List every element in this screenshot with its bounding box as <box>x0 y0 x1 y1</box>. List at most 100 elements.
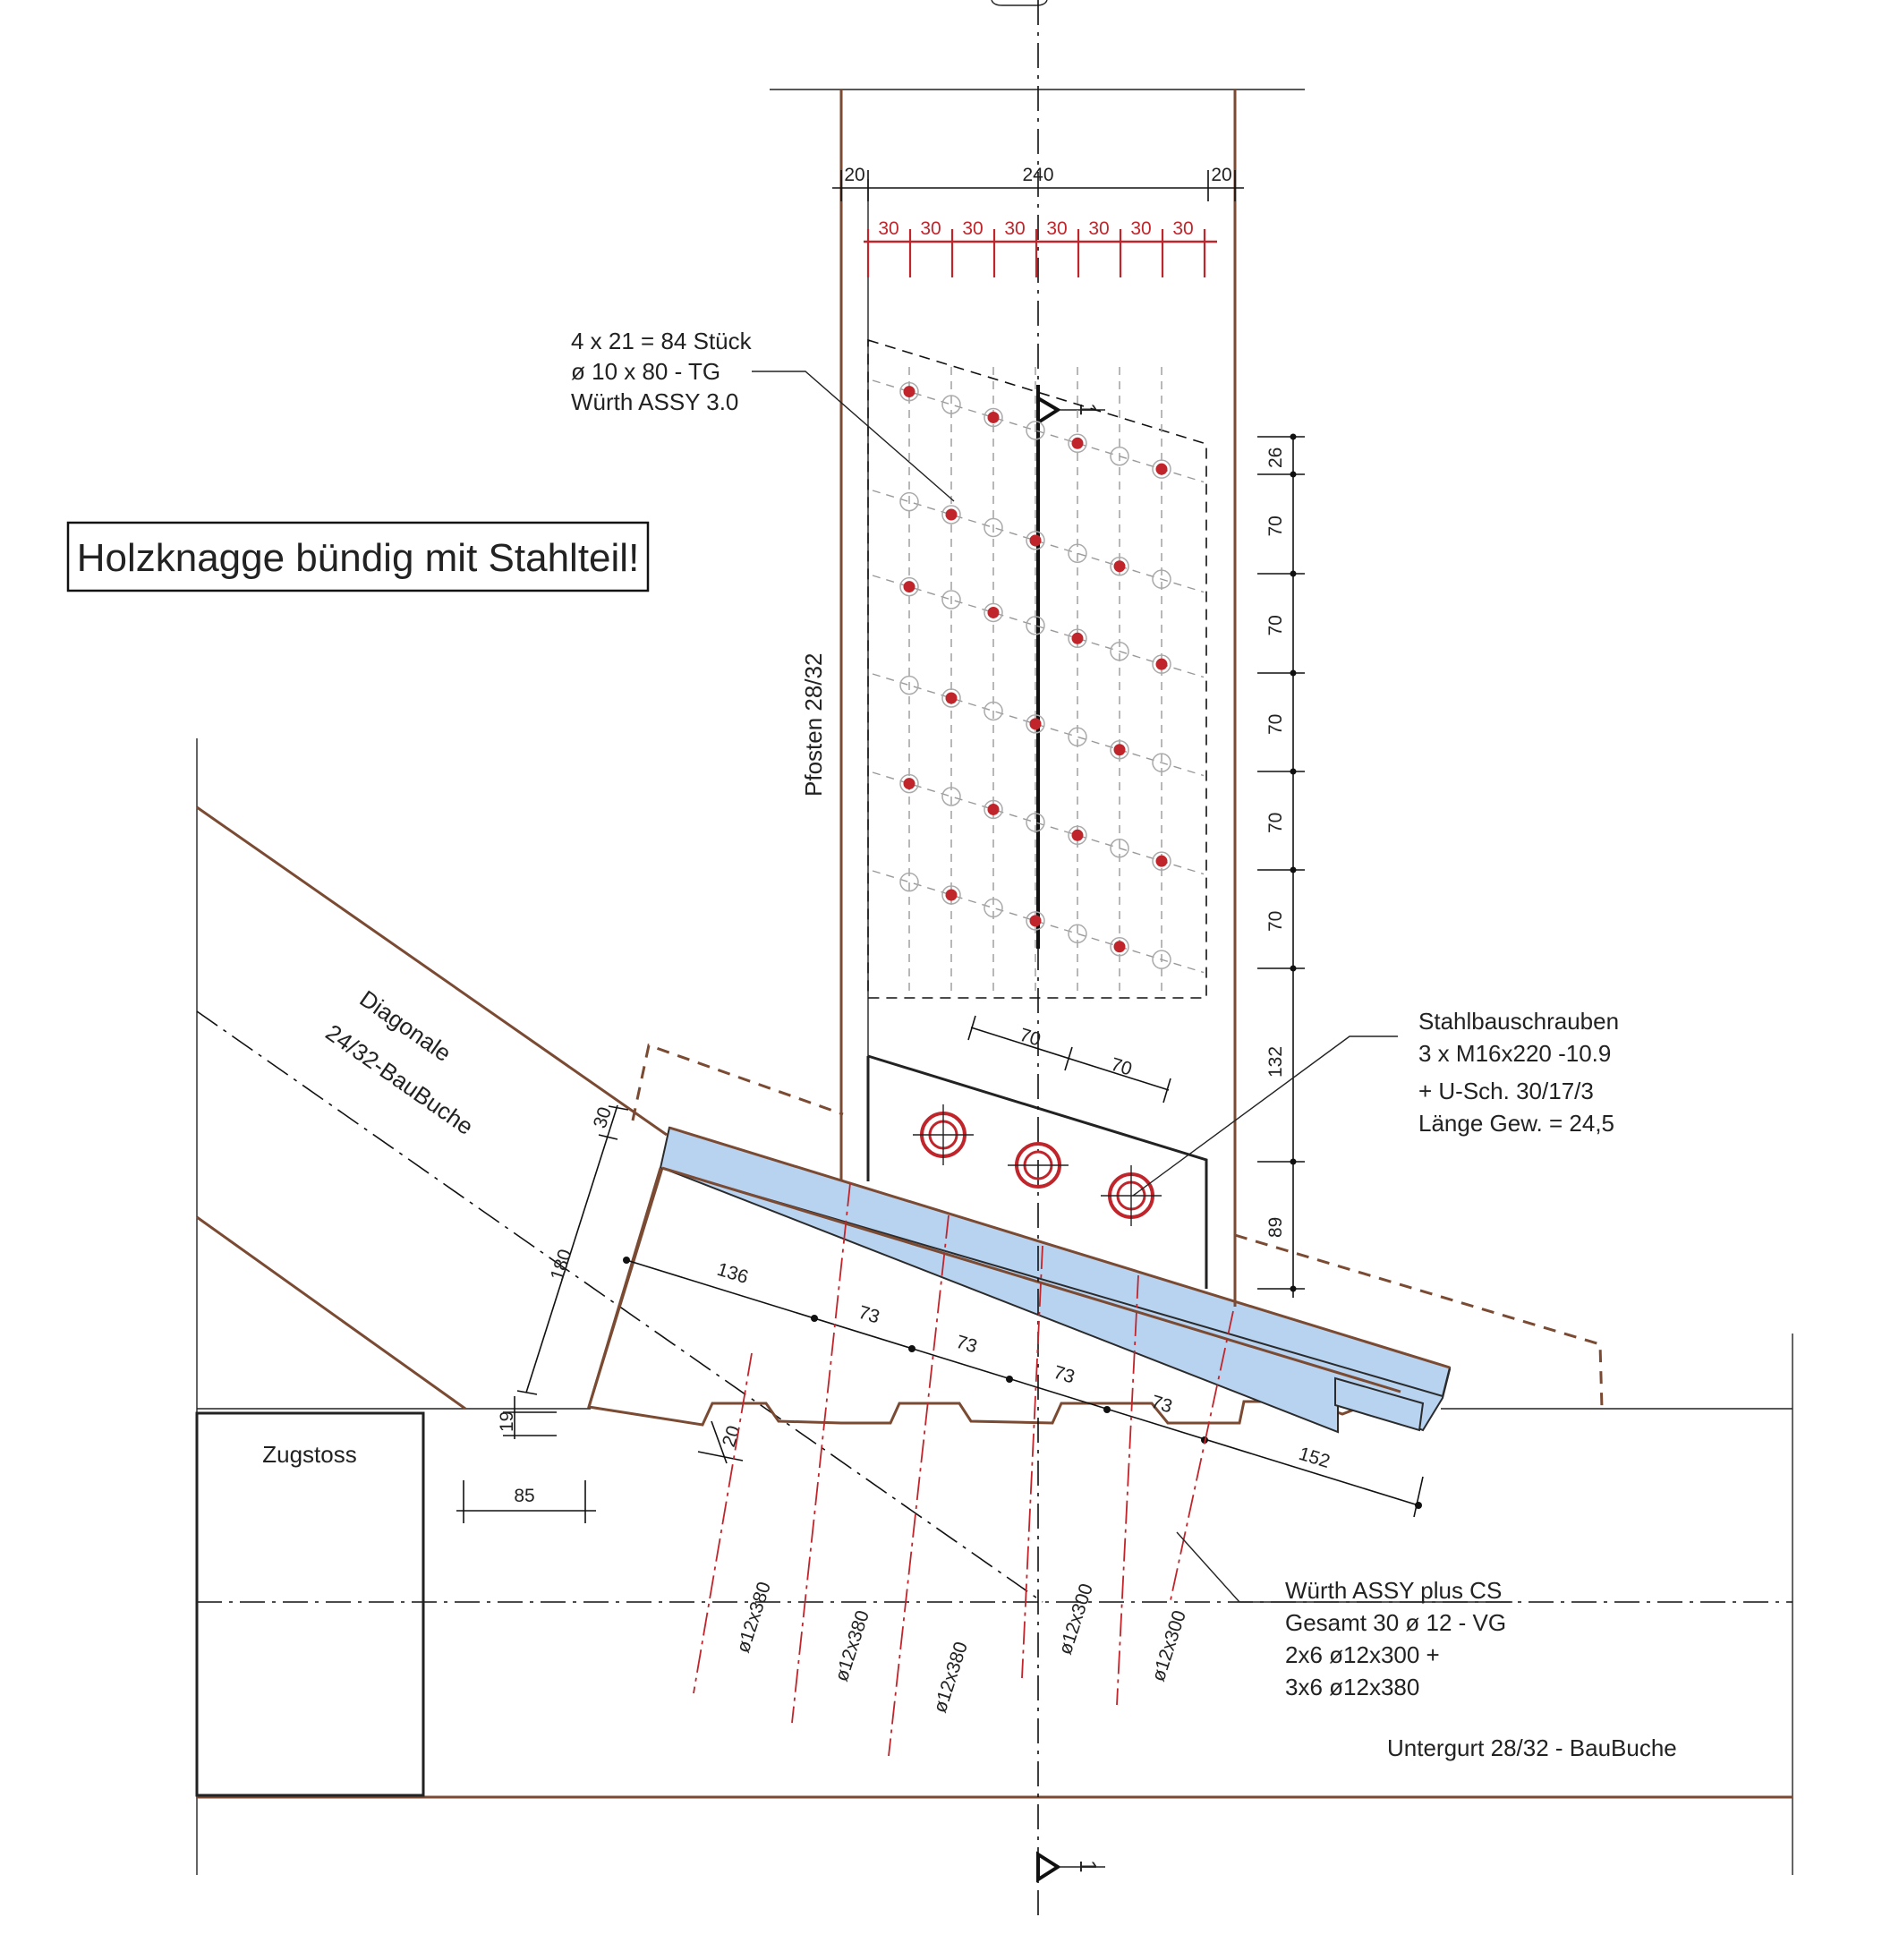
section-arrow-top <box>1036 395 1061 426</box>
dim-knagge-73-4: 73 <box>1149 1392 1175 1418</box>
screw-marker <box>1071 437 1084 449</box>
screw-hole <box>1110 739 1129 760</box>
screw-marker <box>945 889 958 901</box>
screw-hole <box>1110 936 1129 957</box>
screw-hole <box>984 407 1003 428</box>
dim-knagge-dot <box>1006 1376 1013 1383</box>
dim-right-label: 70 <box>1265 714 1286 735</box>
dim-knagge-dot <box>811 1315 818 1322</box>
dim-offset-85: 85 <box>514 1486 534 1506</box>
screws-bottom-line4: 3x6 ø12x380 <box>1285 1674 1419 1700</box>
screw-grid <box>872 367 1205 993</box>
note-box: Holzknagge bündig mit Stahlteil! <box>66 521 650 592</box>
dim-right-dot <box>1290 1158 1297 1165</box>
screw-marker <box>987 803 1000 815</box>
screw-marker <box>1029 534 1042 547</box>
screw-hole <box>984 517 1003 538</box>
screws-top-label: 4 x 21 = 84 Stück ø 10 x 80 - TG Würth A… <box>571 328 753 415</box>
screw-hole <box>1110 641 1129 661</box>
screw-hole <box>1110 838 1129 858</box>
screw-marker <box>945 508 958 521</box>
dim-right-label: 70 <box>1265 911 1286 932</box>
screw-hole <box>1068 628 1087 649</box>
bottom-screw-4 <box>1021 1245 1043 1679</box>
dim-tooth-tick <box>697 1451 744 1461</box>
leader-screws-bottom <box>1176 1531 1512 1603</box>
bolts-line2: 3 x M16x220 -10.9 <box>1418 1040 1611 1067</box>
screw-hole <box>1026 813 1045 832</box>
screw-hole <box>1110 556 1129 576</box>
screw-spacing-label: 30 <box>1172 218 1193 239</box>
dim-right-dot <box>1290 433 1297 440</box>
screw-hole <box>1026 421 1045 440</box>
dim-right-label: 70 <box>1265 615 1286 635</box>
diagonal-top-edge <box>196 805 668 1137</box>
bottom-chord: Zugstoss <box>195 738 1793 1875</box>
steel-plate-upper <box>659 1126 1452 1398</box>
screw-hole <box>899 576 919 597</box>
screw-label-5: ø12x300 <box>1148 1608 1190 1684</box>
splice-box <box>195 1411 425 1797</box>
screw-marker <box>903 778 915 790</box>
screw-marker <box>1113 744 1126 756</box>
screw-marker <box>1155 463 1168 475</box>
screw-hole <box>984 898 1003 918</box>
dim-post-20-left: 20 <box>844 165 864 185</box>
dim-post-top: 20 240 20 <box>832 165 1244 201</box>
screw-hole <box>1152 851 1171 871</box>
section-label-bottom: 1 <box>1075 1860 1102 1872</box>
screw-hole <box>984 602 1003 623</box>
leader-screws-top <box>752 371 955 502</box>
top-marker <box>991 0 1048 6</box>
dim-knagge-height-line <box>525 1104 618 1393</box>
bottom-screw-3 <box>888 1214 950 1757</box>
dim-bolt-tick-3 <box>1162 1078 1171 1104</box>
dim-knagge-73-2: 73 <box>954 1332 980 1358</box>
screw-pattern <box>867 338 1207 999</box>
screw-marker <box>1071 829 1084 841</box>
shoe-left-dashed <box>631 1044 844 1121</box>
screw-hole <box>1068 924 1087 944</box>
leader-bolts <box>1132 1035 1398 1197</box>
dim-knagge-30: 30 <box>590 1104 616 1130</box>
dim-knagge-152: 152 <box>1297 1444 1333 1472</box>
screw-marker <box>1113 560 1126 573</box>
dim-right-label: 89 <box>1265 1217 1286 1238</box>
dim-knagge-length-line <box>626 1259 1419 1506</box>
screw-hole <box>1152 753 1171 772</box>
screw-spacing-label: 30 <box>1088 218 1109 239</box>
dim-knagge-73-3: 73 <box>1052 1362 1077 1388</box>
screw-hole <box>1152 654 1171 674</box>
dim-right-label: 26 <box>1265 447 1286 468</box>
dim-right-label: 70 <box>1265 516 1286 536</box>
screw-spacing-label: 30 <box>962 218 983 239</box>
dim-right-dot <box>1290 866 1297 873</box>
bolts-line1: Stahlbauschrauben <box>1418 1008 1619 1035</box>
screw-hole <box>899 381 919 402</box>
post-label: Pfosten 28/32 <box>800 653 827 797</box>
screw-hole <box>899 872 919 892</box>
plate-top-edge <box>668 1126 1451 1369</box>
dim-tooth-20: 20 <box>719 1423 745 1449</box>
screw-grid-row <box>872 575 1205 678</box>
screw-hole <box>984 799 1003 820</box>
dim-right-ticks <box>1257 433 1305 1292</box>
screw-hole <box>1026 911 1045 931</box>
screw-label-4: ø12x300 <box>1055 1581 1097 1657</box>
screw-hole <box>1152 459 1171 479</box>
bolt-3 <box>1101 1165 1162 1226</box>
screw-hole <box>1068 825 1087 846</box>
dim-right-dot <box>1290 768 1297 775</box>
note-frame <box>66 521 650 592</box>
screw-label-1: ø12x380 <box>733 1580 775 1656</box>
screw-hole <box>941 787 961 806</box>
screw-marker <box>903 581 915 593</box>
screws-top-line3: Würth ASSY 3.0 <box>571 388 738 415</box>
section-arrow-bottom <box>1036 1851 1061 1883</box>
bolts-line4: Länge Gew. = 24,5 <box>1418 1110 1614 1137</box>
screw-hole <box>941 590 961 609</box>
bottom-screw-2 <box>791 1182 851 1724</box>
screw-marker <box>903 386 915 398</box>
